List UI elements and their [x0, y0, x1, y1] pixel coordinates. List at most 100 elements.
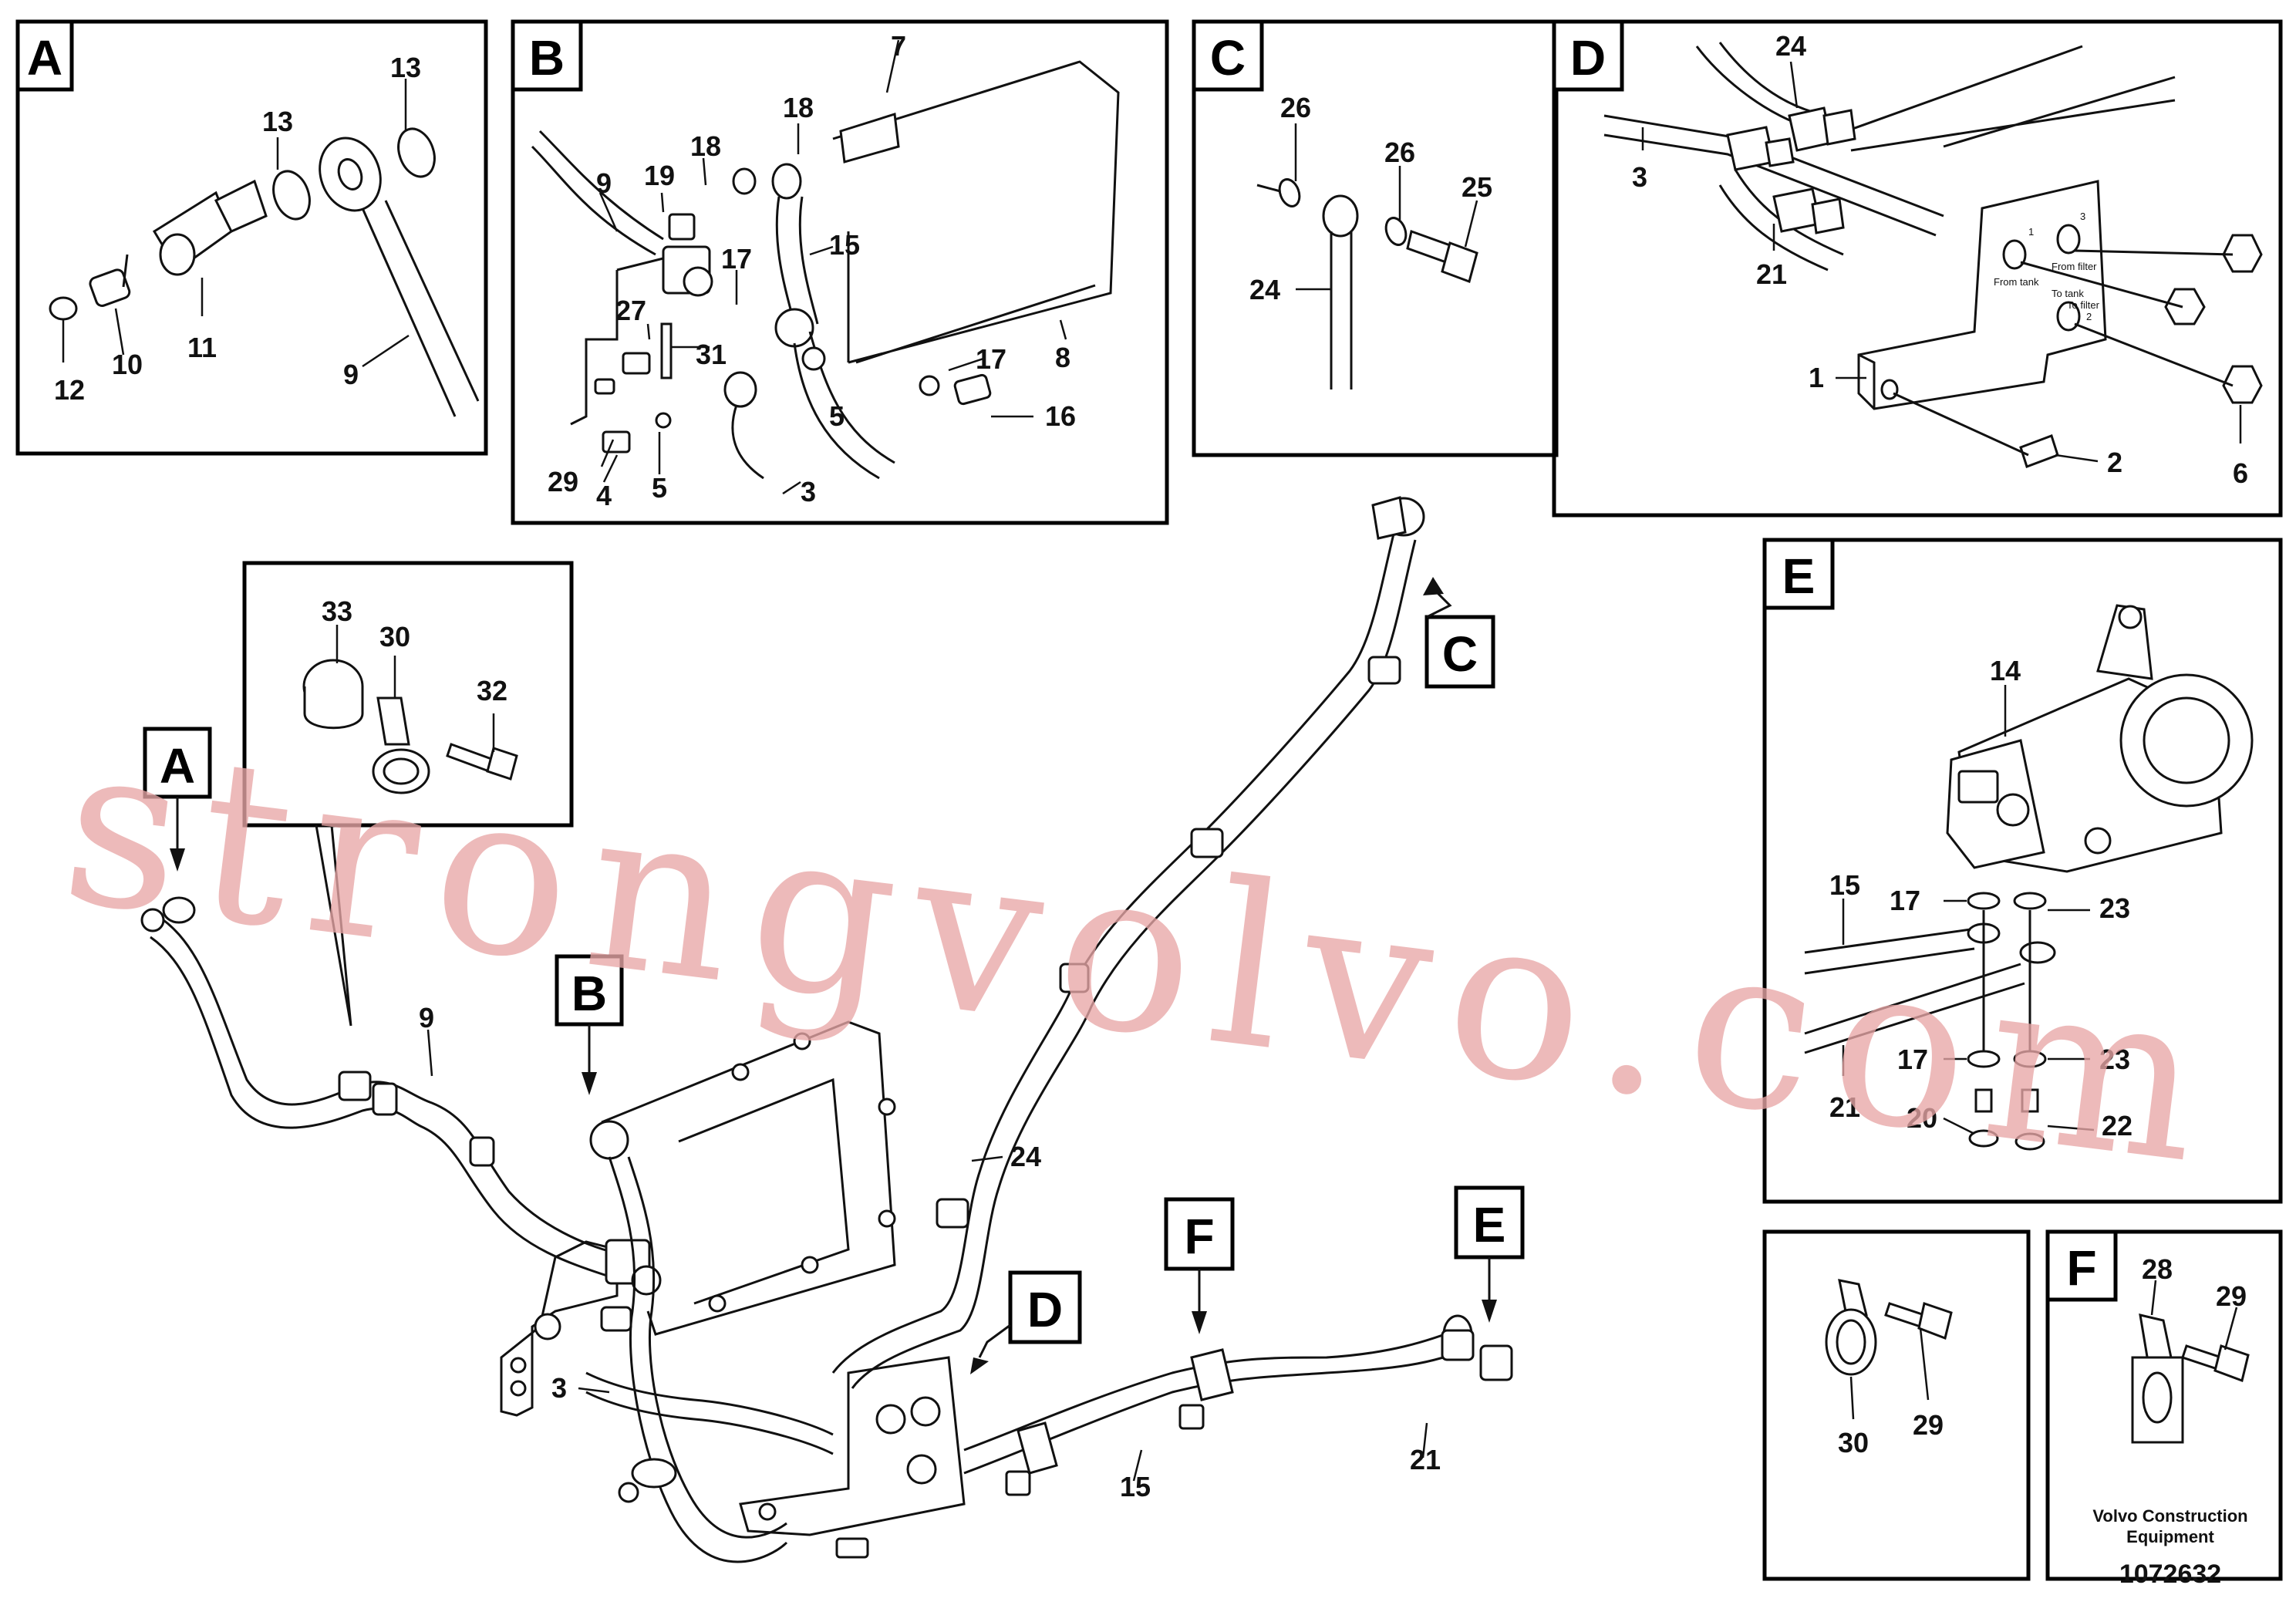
- label-c-25: 25: [1462, 171, 1492, 203]
- panel-c-letter-box: [1192, 19, 1264, 92]
- label-b-8: 8: [1055, 342, 1070, 373]
- clip-left-frame: [1762, 1229, 2031, 1581]
- label-main-21: 21: [1410, 1444, 1441, 1475]
- svg-text:E: E: [1473, 1197, 1506, 1253]
- label-main-15: 15: [1120, 1471, 1151, 1502]
- callout-a: A: [143, 727, 212, 872]
- panel-d: D 1 3 From tank: [1552, 19, 2283, 518]
- panel-clip-left: 30 29: [1762, 1229, 2031, 1581]
- panel-a-letter: A: [27, 30, 62, 86]
- label-b-31: 31: [696, 339, 727, 370]
- panel-f-parts: [2131, 1313, 2250, 1444]
- label-a-13-right: 13: [390, 52, 421, 83]
- panel-b-parts: [531, 60, 1120, 480]
- label-b-18-right: 18: [783, 92, 814, 123]
- label-b-3: 3: [801, 476, 816, 508]
- panel-b-frame: [511, 19, 1169, 525]
- label-a-13-left: 13: [262, 106, 293, 137]
- label-main-3: 3: [551, 1372, 567, 1404]
- label-c-26-left: 26: [1280, 92, 1311, 123]
- panel-d-letter-box: [1552, 19, 1624, 92]
- panel-e-letter-box: [1762, 538, 1835, 610]
- label-main-9: 9: [419, 1002, 434, 1034]
- panel-d-frame: [1552, 19, 2283, 518]
- callout-f: F: [1164, 1197, 1235, 1334]
- panel-f-letter: F: [2066, 1240, 2096, 1296]
- panel-f: F 28 29: [2045, 1229, 2283, 1581]
- svg-text:D: D: [1027, 1282, 1063, 1337]
- label-b-29: 29: [548, 466, 578, 497]
- label-a-12: 12: [54, 374, 85, 406]
- callout-c: C: [1423, 577, 1495, 689]
- label-e-14: 14: [1990, 655, 2021, 686]
- panel-c-frame: [1192, 19, 1559, 457]
- svg-text:3: 3: [2080, 211, 2085, 222]
- label-e-23-top: 23: [2099, 892, 2130, 924]
- label-f-28: 28: [2142, 1253, 2173, 1285]
- footer-company-line2: Equipment: [2126, 1527, 2214, 1546]
- label-e-22: 22: [2102, 1110, 2132, 1141]
- svg-text:F: F: [1184, 1209, 1214, 1264]
- label-a-9: 9: [343, 359, 359, 390]
- watermark: strongvolvo.com: [52, 693, 2234, 1216]
- label-inset-32: 32: [477, 675, 507, 706]
- label-e-17-bottom: 17: [1897, 1044, 1928, 1075]
- svg-text:A: A: [160, 738, 195, 794]
- panel-e-letter: E: [1782, 548, 1816, 604]
- panel-a-frame: [15, 19, 488, 456]
- label-b-4: 4: [596, 480, 612, 511]
- plate-text-d: 1 3 From tank From filter To tank To fil…: [1994, 211, 2100, 322]
- panel-e-frame: [1762, 538, 2283, 1204]
- panel-b-letter-box: [511, 19, 583, 92]
- label-b-5-right: 5: [829, 400, 845, 432]
- label-b-19: 19: [644, 160, 675, 191]
- label-d-2: 2: [2107, 447, 2122, 478]
- panel-f-letter-box: [2045, 1229, 2118, 1302]
- panel-f-frame: [2045, 1229, 2283, 1581]
- label-e-21: 21: [1829, 1091, 1860, 1123]
- label-f-29: 29: [2216, 1280, 2247, 1312]
- footer-drawing-number: 1072632: [2119, 1560, 2221, 1589]
- svg-text:B: B: [571, 966, 607, 1021]
- clip-inset-frame: [242, 561, 574, 828]
- panel-b-letter: B: [529, 30, 565, 86]
- label-e-17-top: 17: [1890, 885, 1920, 916]
- svg-text:2: 2: [2086, 311, 2092, 322]
- panel-c-parts: [1256, 178, 1478, 389]
- label-b-27: 27: [615, 295, 646, 326]
- label-b-5-left: 5: [652, 472, 667, 504]
- footer-company-line1: Volvo Construction: [2092, 1506, 2247, 1526]
- label-d-1: 1: [1809, 362, 1824, 393]
- main-assembly: [140, 496, 1513, 1563]
- label-b-15: 15: [829, 229, 860, 261]
- panel-e: E 14 15 17 23 17: [1762, 538, 2283, 1204]
- clip-inset-parts: [302, 659, 518, 1027]
- clip-left-parts: [1825, 1279, 1953, 1376]
- footer: Volvo Construction Equipment 1072632: [2092, 1506, 2247, 1589]
- label-b-9: 9: [596, 167, 612, 199]
- label-main-24: 24: [1010, 1141, 1041, 1172]
- label-d-24: 24: [1775, 30, 1806, 62]
- svg-text:C: C: [1442, 626, 1478, 682]
- label-c-24: 24: [1249, 274, 1280, 305]
- panel-e-parts: [1804, 604, 2254, 1151]
- label-b-17-top: 17: [721, 243, 752, 275]
- svg-text:To filter: To filter: [2067, 299, 2100, 311]
- panel-a: A 13 13 12 10 11 9: [15, 19, 488, 456]
- panel-c-letter: C: [1210, 30, 1246, 86]
- label-d-3: 3: [1632, 161, 1647, 193]
- label-clip-left-30: 30: [1838, 1427, 1869, 1458]
- label-a-11: 11: [187, 332, 217, 363]
- panel-d-letter: D: [1570, 30, 1606, 86]
- label-inset-30: 30: [379, 621, 410, 653]
- label-c-26-right: 26: [1384, 137, 1415, 168]
- panel-d-parts: [1603, 42, 2263, 468]
- label-inset-33: 33: [322, 595, 352, 627]
- main-labels: 9 24 3 15 21: [419, 1002, 1441, 1502]
- panel-clip-inset: 33 30 32: [242, 561, 574, 1027]
- label-b-17-right: 17: [976, 343, 1006, 375]
- panel-a-parts: [49, 127, 480, 417]
- label-b-7: 7: [891, 30, 906, 62]
- label-a-10: 10: [112, 349, 143, 380]
